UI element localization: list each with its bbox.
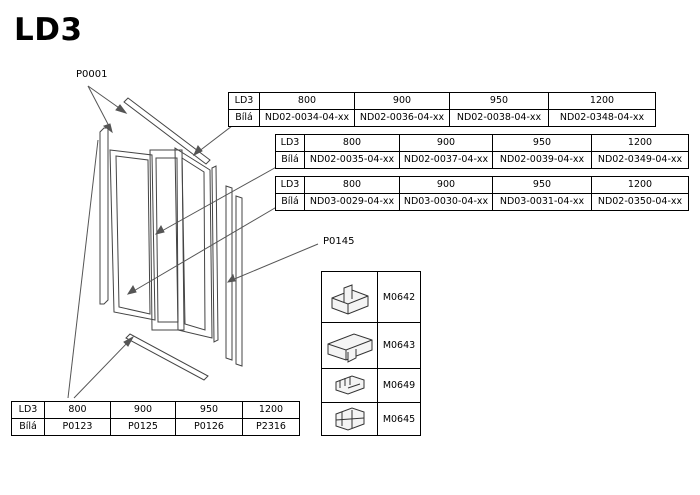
table-cell: Bílá — [228, 109, 260, 127]
door-frame-a — [149, 149, 185, 331]
wall-profile-left — [99, 127, 109, 305]
table-cell: 800 — [44, 401, 111, 419]
table-cell: 950 — [492, 176, 592, 194]
connector-icon — [322, 402, 378, 436]
table-cell: 1200 — [591, 176, 689, 194]
table-header-row: LD3 800 900 950 1200 — [11, 401, 300, 419]
table-cell: LD3 — [275, 134, 305, 152]
table-cell: ND02-0349-04-xx — [591, 151, 689, 169]
table-cell: 900 — [110, 401, 176, 419]
table-cell: ND03-0030-04-xx — [399, 193, 493, 211]
table-cell: 800 — [304, 176, 400, 194]
table-cell: ND03-0031-04-xx — [492, 193, 592, 211]
table-row: Bílá ND03-0029-04-xx ND03-0030-04-xx ND0… — [275, 193, 689, 211]
glass-panel — [109, 149, 156, 321]
table-cell: 1200 — [591, 134, 689, 152]
table-cell: ND02-0350-04-xx — [591, 193, 689, 211]
table-cell: P0125 — [110, 418, 176, 436]
table-row: Bílá ND02-0035-04-xx ND02-0037-04-xx ND0… — [275, 151, 689, 169]
parts-table-low: LD3 800 900 950 1200 Bílá ND03-0029-04-x… — [275, 176, 689, 211]
table-cell: Bílá — [275, 151, 305, 169]
table-cell: ND02-0037-04-xx — [399, 151, 493, 169]
table-cell: LD3 — [11, 401, 45, 419]
clip-icon — [322, 368, 378, 402]
table-row: Bílá ND02-0034-04-xx ND02-0036-04-xx ND0… — [228, 109, 656, 127]
table-cell: 900 — [354, 92, 450, 110]
parts-table-bottom: LD3 800 900 950 1200 Bílá P0123 P0125 P0… — [11, 401, 300, 436]
table-cell: ND02-0348-04-xx — [548, 109, 656, 127]
table-cell: 800 — [304, 134, 400, 152]
table-cell: ND02-0034-04-xx — [259, 109, 355, 127]
table-cell: ND02-0039-04-xx — [492, 151, 592, 169]
roller-block-icon — [322, 322, 378, 368]
door-frame-b — [174, 147, 213, 339]
table-cell: P0123 — [44, 418, 111, 436]
table-cell: LD3 — [228, 92, 260, 110]
list-item: M0645 — [322, 402, 420, 436]
table-cell: 950 — [492, 134, 592, 152]
right-profile — [211, 165, 219, 343]
small-parts-table: M0642 M0643 M0649 — [321, 271, 421, 436]
parts-table-mid: LD3 800 900 950 1200 Bílá ND02-0035-04-x… — [275, 134, 689, 169]
part-code: M0642 — [382, 291, 416, 303]
table-cell: 900 — [399, 176, 493, 194]
part-code: M0645 — [382, 413, 416, 425]
end-cap-icon — [322, 272, 378, 322]
list-item: M0643 — [322, 322, 420, 369]
table-cell: 950 — [175, 401, 243, 419]
table-cell: Bílá — [11, 418, 45, 436]
table-cell: 950 — [449, 92, 549, 110]
table-cell: P2316 — [242, 418, 300, 436]
table-cell: 800 — [259, 92, 355, 110]
table-header-row: LD3 800 900 950 1200 — [228, 92, 656, 110]
bottom-rail — [125, 333, 209, 381]
wall-profile-right — [225, 185, 233, 361]
list-item: M0649 — [322, 368, 420, 403]
table-cell: ND02-0035-04-xx — [304, 151, 400, 169]
table-cell: ND02-0036-04-xx — [354, 109, 450, 127]
table-row: Bílá P0123 P0125 P0126 P2316 — [11, 418, 300, 436]
table-cell: 1200 — [242, 401, 300, 419]
table-header-row: LD3 800 900 950 1200 — [275, 176, 689, 194]
page-title: LD3 — [14, 12, 83, 48]
part-code: M0643 — [382, 339, 416, 351]
parts-table-top: LD3 800 900 950 1200 Bílá ND02-0034-04-x… — [228, 92, 656, 127]
table-header-row: LD3 800 900 950 1200 — [275, 134, 689, 152]
callout-p0001: P0001 — [76, 69, 108, 80]
table-cell: ND03-0029-04-xx — [304, 193, 400, 211]
table-cell: ND02-0038-04-xx — [449, 109, 549, 127]
table-cell: Bílá — [275, 193, 305, 211]
table-cell: LD3 — [275, 176, 305, 194]
part-code: M0649 — [382, 379, 416, 391]
table-cell: 1200 — [548, 92, 656, 110]
callout-p0145: P0145 — [323, 236, 355, 247]
top-rail — [123, 97, 211, 165]
list-item: M0642 — [322, 272, 420, 323]
table-cell: 900 — [399, 134, 493, 152]
table-cell: P0126 — [175, 418, 243, 436]
